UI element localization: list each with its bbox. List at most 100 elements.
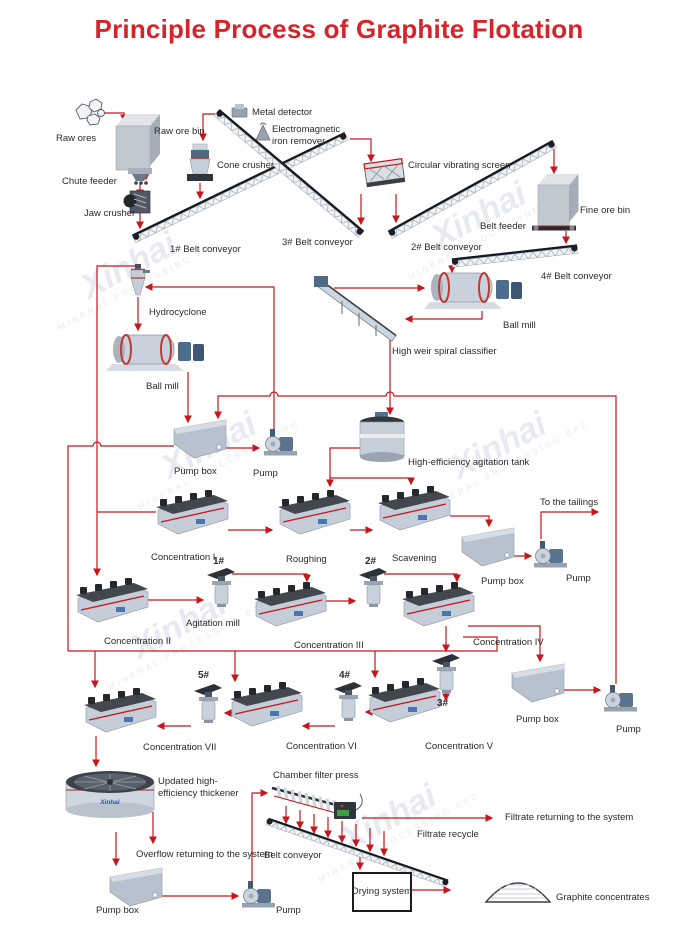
label-mill-4: 4# bbox=[339, 670, 351, 681]
label-raw-ores: Raw ores bbox=[56, 133, 97, 144]
jaw-crusher-equipment bbox=[123, 190, 151, 214]
label-concentration-7: Concentration VII bbox=[143, 742, 217, 753]
label-mill-2: 2# bbox=[365, 556, 377, 567]
label-pump-2: Pump bbox=[566, 573, 591, 584]
label-electromagnetic-iron-remover: Electromagnetic iron remover bbox=[272, 124, 341, 147]
agitation-mill-4-equipment bbox=[333, 681, 363, 722]
hydrocyclone-equipment bbox=[130, 263, 151, 296]
label-circular-vibrating-screen: Circular vibrating screen bbox=[408, 160, 511, 171]
label-mill-1: 1# bbox=[213, 556, 225, 567]
label-belt-conveyor-1: 1# Belt conveyor bbox=[170, 244, 241, 255]
belt-conveyor-4-equipment bbox=[451, 244, 579, 268]
belt-conveyor-1-equipment bbox=[131, 131, 349, 243]
circular-vibrating-screen-equipment bbox=[363, 158, 406, 188]
bottom-belt-conveyor-equipment bbox=[265, 817, 449, 887]
agitation-mill-5-equipment bbox=[193, 683, 223, 724]
label-mill-3: 3# bbox=[437, 698, 449, 709]
roughing-cell bbox=[277, 489, 351, 535]
label-ball-mill-right: Ball mill bbox=[503, 320, 536, 331]
cone-crusher-equipment bbox=[187, 143, 213, 181]
pump-box-2-equipment bbox=[461, 527, 515, 567]
chute-feeder-equipment bbox=[128, 168, 152, 185]
label-belt-conveyor-3: 3# Belt conveyor bbox=[282, 237, 353, 248]
label-agitation-tank: High-efficiency agitation tank bbox=[408, 457, 530, 468]
label-graphite-concentrates: Graphite concentrates bbox=[556, 892, 650, 903]
pump-1-equipment bbox=[263, 428, 298, 456]
pump-box-3-equipment bbox=[511, 663, 565, 703]
thickener-equipment: Xinhai bbox=[65, 771, 155, 818]
agitation-mill-2-equipment bbox=[358, 567, 388, 608]
label-concentration-1: Concentration I bbox=[151, 552, 216, 563]
label-belt-conveyor-4: 4# Belt conveyor bbox=[541, 271, 612, 282]
concentration-2-cell bbox=[75, 577, 149, 623]
label-concentration-3: Concentration III bbox=[294, 640, 364, 651]
label-pump-box-2: Pump box bbox=[481, 576, 524, 587]
raw-ore-bin-equipment bbox=[115, 113, 161, 171]
concentration-6-cell bbox=[229, 681, 303, 727]
pump-4-equipment bbox=[241, 880, 276, 908]
pump-box-4-equipment bbox=[109, 867, 163, 907]
label-agitation-mill: Agitation mill bbox=[186, 618, 240, 629]
label-to-the-tailings: To the tailings bbox=[540, 497, 599, 508]
label-pump-1: Pump bbox=[253, 468, 278, 479]
flow-connectors bbox=[67, 112, 617, 900]
graphite-concentrates-mound bbox=[484, 882, 552, 903]
concentration-1-cell bbox=[155, 489, 229, 535]
spiral-classifier-equipment bbox=[314, 276, 397, 342]
label-belt-conveyor: Belt conveyor bbox=[264, 850, 322, 861]
pump-3-equipment bbox=[603, 684, 638, 712]
label-drying-system: Drying system bbox=[351, 886, 413, 898]
concentration-7-cell bbox=[83, 687, 157, 733]
label-belt-feeder: Belt feeder bbox=[480, 221, 526, 232]
label-raw-ore-bin: Raw ore bin bbox=[154, 126, 205, 137]
label-pump-box-3: Pump box bbox=[516, 714, 559, 725]
label-belt-conveyor-2: 2# Belt conveyor bbox=[411, 242, 482, 253]
label-scavening: Scavening bbox=[392, 553, 437, 564]
label-roughing: Roughing bbox=[286, 554, 327, 565]
label-high-weir-spiral-classifier: High weir spiral classifier bbox=[392, 346, 497, 357]
scavening-cell bbox=[377, 485, 451, 531]
label-mill-5: 5# bbox=[198, 670, 210, 681]
concentration-5-cell bbox=[367, 677, 441, 723]
label-concentration-2: Concentration II bbox=[104, 636, 172, 647]
label-overflow-returning: Overflow returning to the system bbox=[136, 849, 273, 860]
chamber-filter-press-equipment bbox=[271, 785, 363, 819]
concentration-4-cell bbox=[401, 581, 475, 627]
label-pump-box-1: Pump box bbox=[174, 466, 217, 477]
belt-feeder-equipment bbox=[532, 225, 576, 231]
metal-detector-icon bbox=[231, 104, 248, 118]
label-pump-4: Pump bbox=[276, 905, 301, 916]
label-ball-mill-left: Ball mill bbox=[146, 381, 179, 392]
label-jaw-crusher: Jaw crusher bbox=[84, 208, 136, 219]
drying-system-box: Drying system bbox=[352, 872, 412, 912]
belt-conveyor-2-equipment bbox=[387, 139, 557, 239]
concentration-3-cell bbox=[253, 581, 327, 627]
ball-mill-left-equipment bbox=[105, 334, 205, 372]
raw-ores-icon bbox=[75, 98, 105, 126]
agitation-mill-3-equipment bbox=[431, 653, 461, 694]
label-updated-thickener: Updated high-efficiency thickener bbox=[158, 776, 239, 799]
label-filtrate-returning: Filtrate returning to the system bbox=[505, 812, 634, 823]
label-pump-3: Pump bbox=[616, 724, 641, 735]
belt-conveyor-3-equipment bbox=[213, 109, 365, 238]
agitation-tank-equipment bbox=[359, 411, 405, 463]
label-concentration-6: Concentration VI bbox=[286, 741, 357, 752]
label-metal-detector: Metal detector bbox=[252, 107, 313, 118]
label-pump-box-4: Pump box bbox=[96, 905, 139, 916]
label-hydrocyclone: Hydrocyclone bbox=[149, 307, 207, 318]
pump-2-equipment bbox=[533, 540, 568, 568]
label-chute-feeder: Chute feeder bbox=[62, 176, 117, 187]
pump-box-1-equipment bbox=[173, 419, 227, 459]
page-title: Principle Process of Graphite Flotation bbox=[94, 14, 584, 44]
ball-mill-right-equipment bbox=[423, 272, 523, 310]
agitation-mill-1-equipment bbox=[206, 567, 236, 608]
thickener-brand: Xinhai bbox=[99, 799, 120, 806]
label-chamber-filter-press: Chamber filter press bbox=[273, 770, 359, 781]
fine-ore-bin-equipment bbox=[537, 173, 579, 226]
label-cone-crusher: Cone crusher bbox=[217, 160, 275, 171]
electromagnetic-iron-remover-icon bbox=[255, 122, 271, 141]
label-filtrate-recycle: Filtrate recycle bbox=[417, 829, 479, 840]
label-fine-ore-bin: Fine ore bin bbox=[580, 205, 631, 216]
label-concentration-4: Concentration IV bbox=[473, 637, 544, 648]
